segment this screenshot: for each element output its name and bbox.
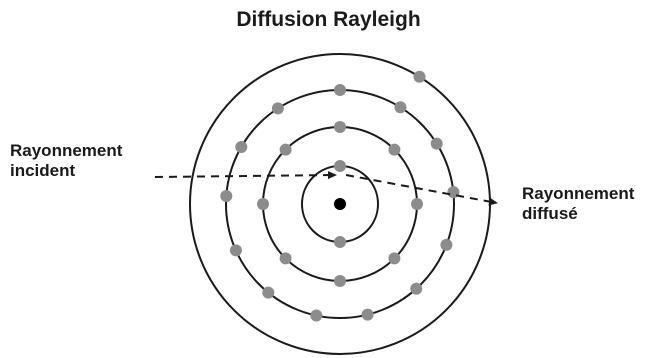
incident-label-line1: Rayonnement: [10, 141, 123, 160]
electron-shell-1-2: [334, 236, 346, 248]
electron-shell-3-1: [334, 84, 346, 96]
nucleus: [334, 198, 346, 210]
electron-shell-2-7: [257, 198, 269, 210]
electron-group: [220, 70, 460, 322]
electron-shell-1-1: [334, 160, 346, 172]
electron-shell-3-2: [394, 101, 407, 114]
scattered-radiation-arrow: [345, 174, 498, 206]
electron-shell-2-5: [334, 275, 346, 287]
scattered-label-line1: Rayonnement: [522, 184, 635, 203]
electron-shell-3-5: [440, 238, 453, 251]
electron-shell-3-12: [235, 141, 248, 153]
electron-shell-3-10: [229, 244, 242, 257]
incident-radiation-arrow: [154, 171, 337, 180]
scattered-label-line2: diffusé: [522, 204, 578, 223]
diagram-title: Diffusion Rayleigh: [236, 8, 421, 31]
electron-shell-2-4: [388, 252, 401, 265]
electron-shell-2-2: [388, 143, 401, 156]
electron-shell-2-6: [279, 252, 292, 265]
electron-shell-3-7: [361, 308, 374, 321]
electron-shell-2-1: [334, 121, 346, 133]
electron-shell-3-8: [310, 309, 323, 322]
electron-shell-3-9: [262, 286, 275, 299]
electron-shell-2-3: [411, 198, 423, 210]
electron-shell-3-11: [220, 190, 233, 202]
incident-label-line2: incident: [10, 161, 76, 180]
electron-shell-2-8: [279, 143, 292, 156]
electron-shell-3-3: [430, 137, 443, 150]
scattered-radiation-label: Rayonnement diffusé: [522, 184, 634, 224]
electron-shell-3-13: [271, 102, 284, 115]
incident-radiation-label: Rayonnement incident: [10, 141, 122, 181]
electron-shell-4-1: [413, 70, 426, 83]
electron-shell-3-6: [410, 282, 423, 295]
